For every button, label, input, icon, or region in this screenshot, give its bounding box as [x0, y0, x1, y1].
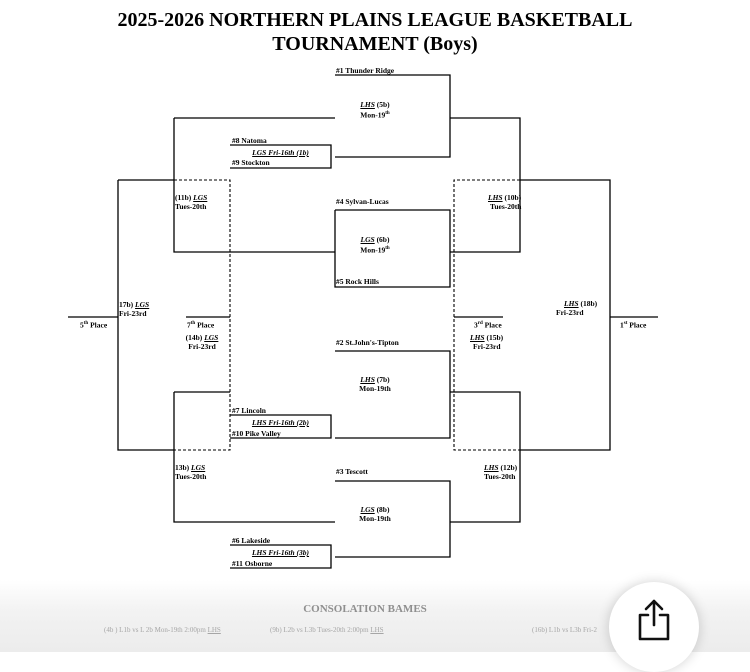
game-8b: LGS (8b) Mon-19th: [350, 505, 400, 523]
game-18b-day: Fri-23rd: [556, 308, 584, 317]
game-11b-site: LGS: [193, 193, 208, 202]
game-12b-site: LHS: [484, 463, 499, 472]
game-5b-num: (5b): [376, 100, 390, 109]
team-tescott: #3 Tescott: [336, 467, 368, 476]
game-2b-site: LHS Fri-16th (2b): [251, 418, 310, 427]
game-12b-num: (12b): [500, 463, 518, 472]
game-13b-day: Tues-20th: [175, 472, 207, 481]
title-line-2: TOURNAMENT (Boys): [272, 33, 478, 55]
place-1st-num: 1: [620, 320, 624, 330]
game-10b-num: (10b): [504, 193, 522, 202]
game-6b: LGS (6b) Mon-19th: [350, 235, 400, 255]
game-6b-site: LGS: [360, 235, 375, 244]
game-6b-sup: th: [385, 246, 390, 251]
team-st-johns-tipton: #2 St.John's-Tipton: [336, 338, 399, 347]
game-6b-num: (6b): [376, 235, 390, 244]
game-10b-site: LHS: [488, 193, 503, 202]
team-rock-hills: #5 Rock Hills: [336, 277, 379, 286]
share-icon: [638, 599, 670, 641]
game-18b: LHS (18b) Fri-23rd: [556, 299, 597, 317]
team-stockton: #9 Stockton: [232, 158, 270, 167]
game-7b-num: (7b): [376, 375, 390, 384]
place-3rd-sup: rd: [477, 321, 483, 326]
game-5b-day: Mon-19: [360, 110, 386, 120]
game-10b: LHS (10b) Tues-20th: [488, 193, 521, 211]
game-17b-day: Fri-23rd: [119, 309, 147, 318]
team-osborne: #11 Osborne: [232, 559, 273, 568]
game-8b-num: (8b): [376, 505, 390, 514]
game-12b: LHS (12b) Tues-20th: [484, 463, 517, 481]
game-10b-day: Tues-20th: [490, 202, 522, 211]
place-1st-word: Place: [629, 320, 647, 330]
place-3rd-word: Place: [484, 320, 502, 330]
game-5b: LHS (5b) Mon-19th: [350, 100, 400, 120]
team-natoma: #8 Natoma: [232, 136, 267, 145]
team-sylvan-lucas: #4 Sylvan-Lucas: [336, 197, 389, 206]
game-7b-site: LHS: [360, 375, 375, 384]
game-13b-num: 13b): [175, 463, 190, 472]
game-1b-site: LGS Fri-16th (1b): [252, 148, 309, 157]
game-17b: 17b) LGS Fri-23rd: [119, 300, 149, 318]
game-8b-day: Mon-19th: [359, 514, 391, 523]
game-14b-site: LGS: [204, 333, 219, 342]
game-14b-day: Fri-23rd: [188, 342, 216, 351]
place-7th-sup: th: [190, 321, 196, 326]
bracket-lines: [68, 74, 658, 569]
consolation-game-9b: (9b) L2b vs L3b Tues-20th 2:00pm LHS: [270, 626, 384, 634]
place-5th-word: Place: [90, 320, 108, 330]
game-11b-num: (11b): [175, 193, 192, 202]
game-3b-site: LHS Fri-16th (3b): [251, 548, 310, 557]
game-11b-day: Tues-20th: [175, 202, 207, 211]
place-5th-sup: th: [83, 321, 89, 326]
team-pike-valley: #10 Pike Valley: [232, 429, 281, 438]
game-13b: 13b) LGS Tues-20th: [175, 463, 206, 481]
game-18b-num: (18b): [580, 299, 598, 308]
game-5b-sup: th: [385, 111, 390, 116]
game-17b-num: 17b): [119, 300, 134, 309]
place-5th: 5th Place: [80, 319, 107, 330]
game-14b-num: (14b): [185, 333, 203, 342]
game-15b-num: (15b): [486, 333, 504, 342]
game-7b: LHS (7b) Mon-19th: [350, 375, 400, 393]
place-1st-sup: st: [623, 321, 628, 326]
consolation-game-4b: (4b ) L1b vs L 2b Mon-19th 2:00pm LHS: [104, 626, 221, 634]
consolation-title: CONSOLATION BAMES: [303, 603, 427, 615]
consolation-game-9b-site: LHS: [370, 626, 384, 634]
game-13b-site: LGS: [191, 463, 206, 472]
team-lincoln: #7 Lincoln: [232, 406, 266, 415]
game-8b-site: LGS: [360, 505, 375, 514]
place-7th-word: Place: [197, 320, 215, 330]
place-3rd: 3rd Place: [474, 319, 502, 330]
game-15b-site: LHS: [470, 333, 485, 342]
game-15b-day: Fri-23rd: [473, 342, 501, 351]
game-11b: (11b) LGS Tues-20th: [175, 193, 207, 211]
team-thunder-ridge: #1 Thunder Ridge: [336, 66, 395, 75]
place-7th: 7th Place: [187, 319, 214, 330]
place-7th-num: 7: [187, 320, 191, 330]
game-15b: LHS (15b) Fri-23rd: [470, 333, 503, 351]
place-3rd-num: 3: [474, 320, 478, 330]
consolation-game-4b-site: LHS: [207, 626, 221, 634]
game-17b-site: LGS: [135, 300, 150, 309]
consolation-game-9b-text: (9b) L2b vs L3b Tues-20th 2:00pm: [270, 626, 369, 634]
share-button[interactable]: [609, 582, 699, 672]
place-1st: 1st Place: [620, 319, 646, 330]
game-7b-day: Mon-19th: [359, 384, 391, 393]
consolation-game-4b-text: (4b ) L1b vs L 2b Mon-19th 2:00pm: [104, 626, 206, 634]
consolation-game-16b-text: (16b) L1b vs L3b Fri-2: [532, 626, 597, 634]
consolation-game-16b: (16b) L1b vs L3b Fri-2: [532, 626, 597, 634]
game-12b-day: Tues-20th: [484, 472, 516, 481]
title-line-1: 2025-2026 NORTHERN PLAINS LEAGUE BASKETB…: [117, 9, 633, 31]
team-lakeside: #6 Lakeside: [232, 536, 271, 545]
game-18b-site: LHS: [564, 299, 579, 308]
game-5b-site: LHS: [360, 100, 375, 109]
place-5th-num: 5: [80, 320, 84, 330]
game-6b-day: Mon-19: [360, 245, 386, 255]
game-14b: (14b) LGS Fri-23rd: [180, 333, 224, 351]
